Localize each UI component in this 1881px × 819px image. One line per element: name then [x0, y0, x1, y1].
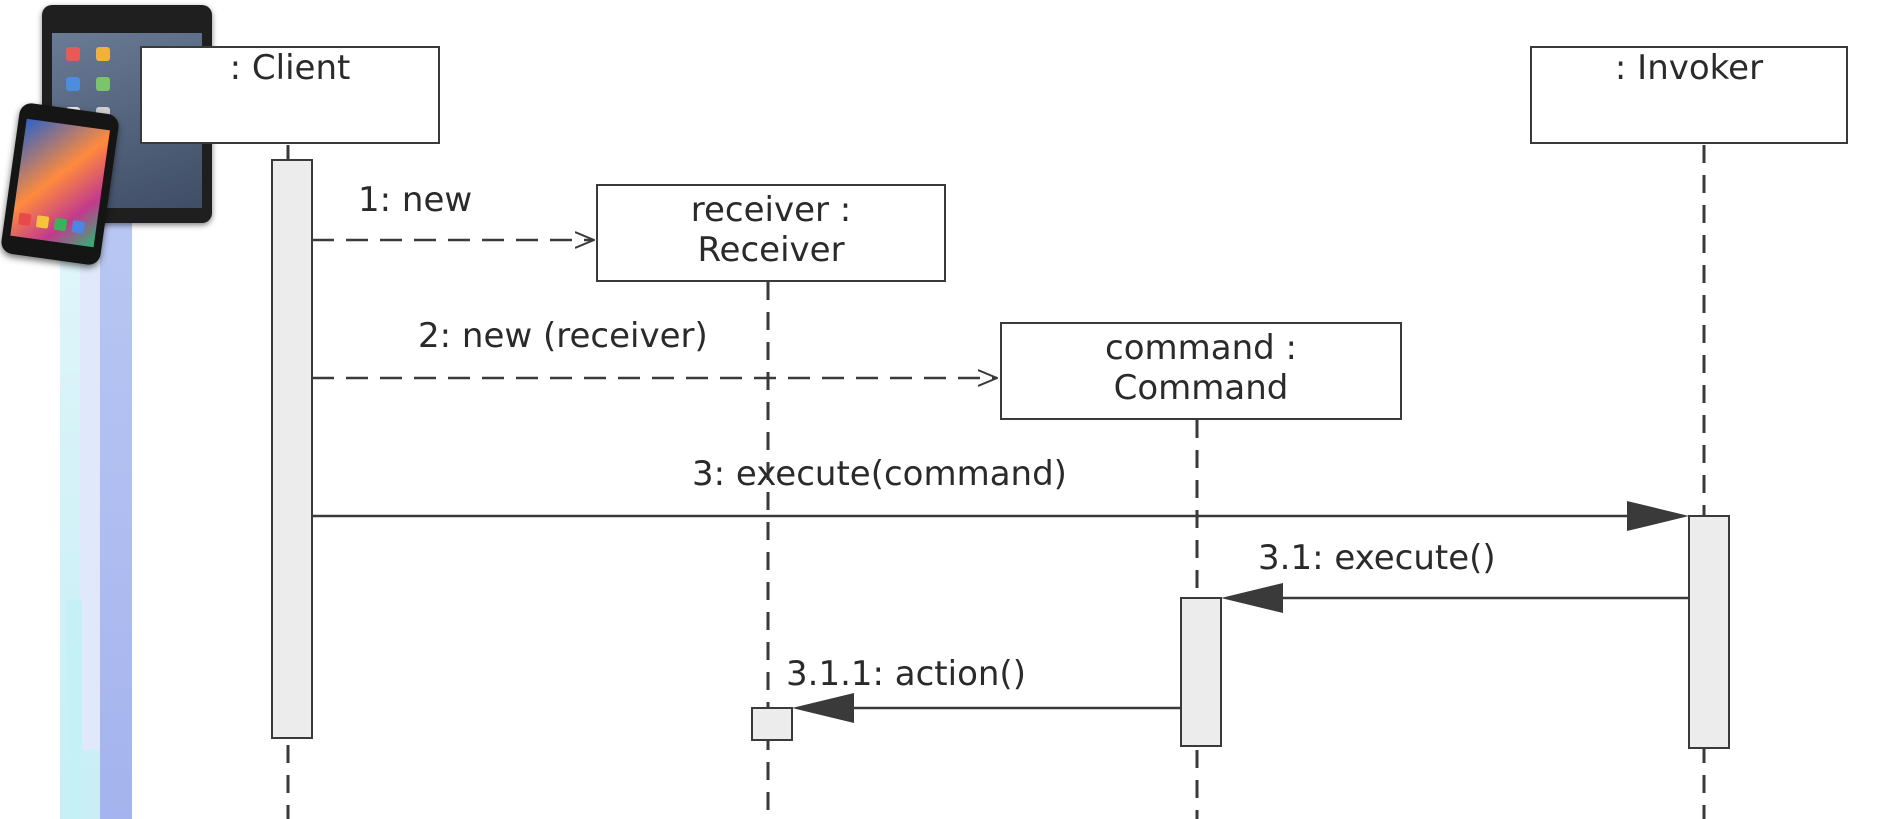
receiver-label-line1: receiver :: [690, 190, 852, 230]
app-icon: [96, 77, 110, 91]
message-3-1-1-arrowhead: [792, 693, 854, 723]
message-3-1-1-label: 3.1.1: action(): [786, 654, 1026, 694]
invoker-activation: [1688, 515, 1730, 749]
client-label: : Client: [229, 48, 351, 88]
decorative-strip: [100, 220, 132, 819]
app-icon: [66, 77, 80, 91]
command-label-line1: command :: [1105, 328, 1297, 368]
receiver-label-line2: Receiver: [697, 230, 845, 270]
message-3-1-label: 3.1: execute(): [1258, 538, 1496, 578]
message-3-label: 3: execute(command): [692, 454, 1067, 494]
client-lifeline-head: : Client: [140, 46, 440, 144]
app-icon: [66, 47, 80, 61]
client-activation: [271, 159, 313, 739]
receiver-lifeline-head: receiver : Receiver: [596, 184, 946, 282]
command-label-line2: Command: [1113, 368, 1289, 408]
message-1-label: 1: new: [358, 180, 473, 220]
decorative-strip: [66, 600, 82, 819]
invoker-lifeline-head: : Invoker: [1530, 46, 1848, 144]
message-3-arrowhead: [1627, 501, 1689, 531]
app-icon: [96, 47, 110, 61]
command-lifeline-head: command : Command: [1000, 322, 1402, 420]
receiver-activation: [751, 707, 793, 741]
message-3-1-arrowhead: [1221, 583, 1283, 613]
invoker-label: : Invoker: [1614, 48, 1764, 88]
command-activation: [1180, 597, 1222, 747]
message-2-label: 2: new (receiver): [418, 316, 708, 356]
